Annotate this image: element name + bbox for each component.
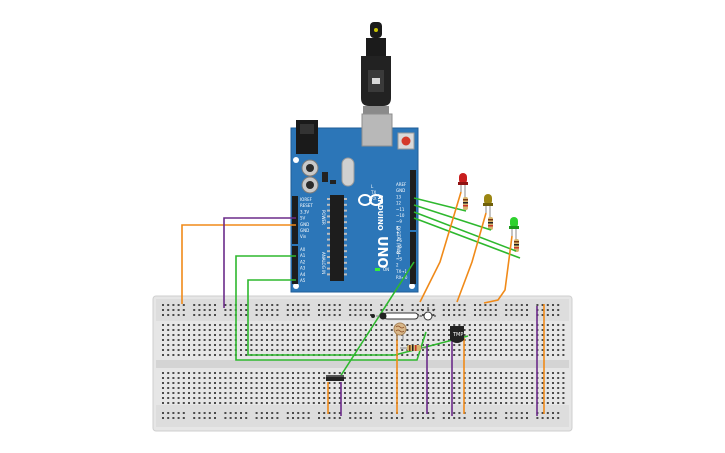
- yellow-led[interactable]: [483, 194, 493, 213]
- analog-pin-label-0: A0: [300, 247, 306, 252]
- power-header: [292, 196, 298, 244]
- power-pin-label-6: Vin: [300, 234, 307, 239]
- digital-pin-label-12: ~3: [396, 256, 402, 261]
- power-pin-label-0: IOREF: [300, 197, 313, 202]
- board-led-label-0: L: [371, 184, 374, 189]
- temperature-sensor-label: TMP: [452, 332, 463, 338]
- digital-pin-label-13: 2: [396, 263, 399, 268]
- wire-green-led-ground: [483, 235, 513, 304]
- power-pin-label-1: RESET: [300, 203, 313, 208]
- light-bulb-icon: [420, 307, 436, 321]
- board-led-label-2: RX: [371, 196, 377, 201]
- digital-pin-label-5: ~10: [396, 213, 405, 218]
- power-header-title: POWER: [321, 210, 326, 225]
- digital-pin-label-6: ~9: [396, 219, 402, 224]
- analog-pin-label-1: A1: [300, 253, 306, 258]
- wires-green-digital: [413, 197, 521, 259]
- digital-header-lower: [410, 232, 416, 284]
- usb-cable: [361, 22, 391, 114]
- digital-pin-label-8: 7: [396, 232, 399, 237]
- digital-pin-label-2: 13: [396, 194, 402, 199]
- analog-pin-label-5: A5: [300, 278, 306, 283]
- wire-pin10-green-led: [413, 211, 517, 252]
- power-pin-label-5: GND: [300, 228, 309, 233]
- analog-header-title: ANALOG IN: [321, 252, 326, 274]
- arduino-model-text: UNO: [374, 236, 389, 269]
- slide-switch[interactable]: [371, 312, 420, 320]
- green-led-resistor: [514, 236, 519, 252]
- green-led[interactable]: [509, 217, 519, 236]
- arduino-logo: ARDUINO UNO: [374, 194, 389, 269]
- temperature-sensor: TMP: [450, 326, 464, 343]
- digital-pin-label-10: ~5: [396, 244, 402, 249]
- wire-pin9: [413, 217, 521, 259]
- usb-socket: [361, 113, 393, 147]
- wire-pin11-yellow-led: [413, 204, 492, 231]
- photoresistor: [393, 322, 407, 340]
- yellow-led-resistor: [488, 213, 493, 230]
- digital-pin-label-0: AREF: [396, 182, 407, 187]
- digital-pin-label-14: TX→1: [395, 269, 408, 274]
- wire-gnd: [223, 217, 296, 308]
- wires-orange-led: [419, 191, 513, 304]
- analog-pin-label-3: A3: [300, 266, 306, 271]
- wire-5v: [181, 224, 296, 304]
- digital-pin-label-15: RX←0: [396, 275, 408, 280]
- board-led-label-1: TX: [370, 190, 376, 195]
- digital-pin-label-11: 4: [396, 250, 399, 255]
- atmega-chip: [330, 195, 344, 281]
- breadboard-resistor: [400, 345, 426, 351]
- power-pin-label-2: 3.3V: [300, 209, 309, 214]
- power-pin-label-4: GND: [300, 222, 309, 227]
- digital-pin-label-1: GND: [396, 188, 405, 193]
- red-led[interactable]: [458, 173, 468, 192]
- red-led-resistor: [463, 192, 468, 210]
- wire-yellow-led-ground: [456, 212, 487, 303]
- digital-header-upper: [410, 170, 416, 230]
- digital-pin-label-4: ~11: [396, 207, 405, 212]
- breadboard: [152, 295, 573, 432]
- wire-pin12-red-led: [413, 197, 467, 212]
- transistor: [326, 375, 344, 381]
- digital-pin-label-9: ~6: [396, 238, 402, 243]
- digital-header-title: DIGITAL (PWM~): [396, 226, 401, 260]
- power-pin-label-3: 5V: [300, 216, 306, 221]
- digital-pin-label-3: 12: [396, 201, 402, 206]
- wire-pin3-transistor: [337, 261, 415, 381]
- analog-pin-label-4: A4: [300, 272, 306, 277]
- breadboard-holes: [162, 304, 565, 419]
- arduino-logo-text: ARDUINO: [376, 194, 384, 231]
- analog-header: [292, 246, 298, 284]
- on-label: ON: [383, 267, 389, 272]
- wire-red-led-ground: [419, 191, 462, 303]
- digital-pin-label-7: 8: [396, 225, 399, 230]
- analog-pin-label-2: A2: [300, 259, 306, 264]
